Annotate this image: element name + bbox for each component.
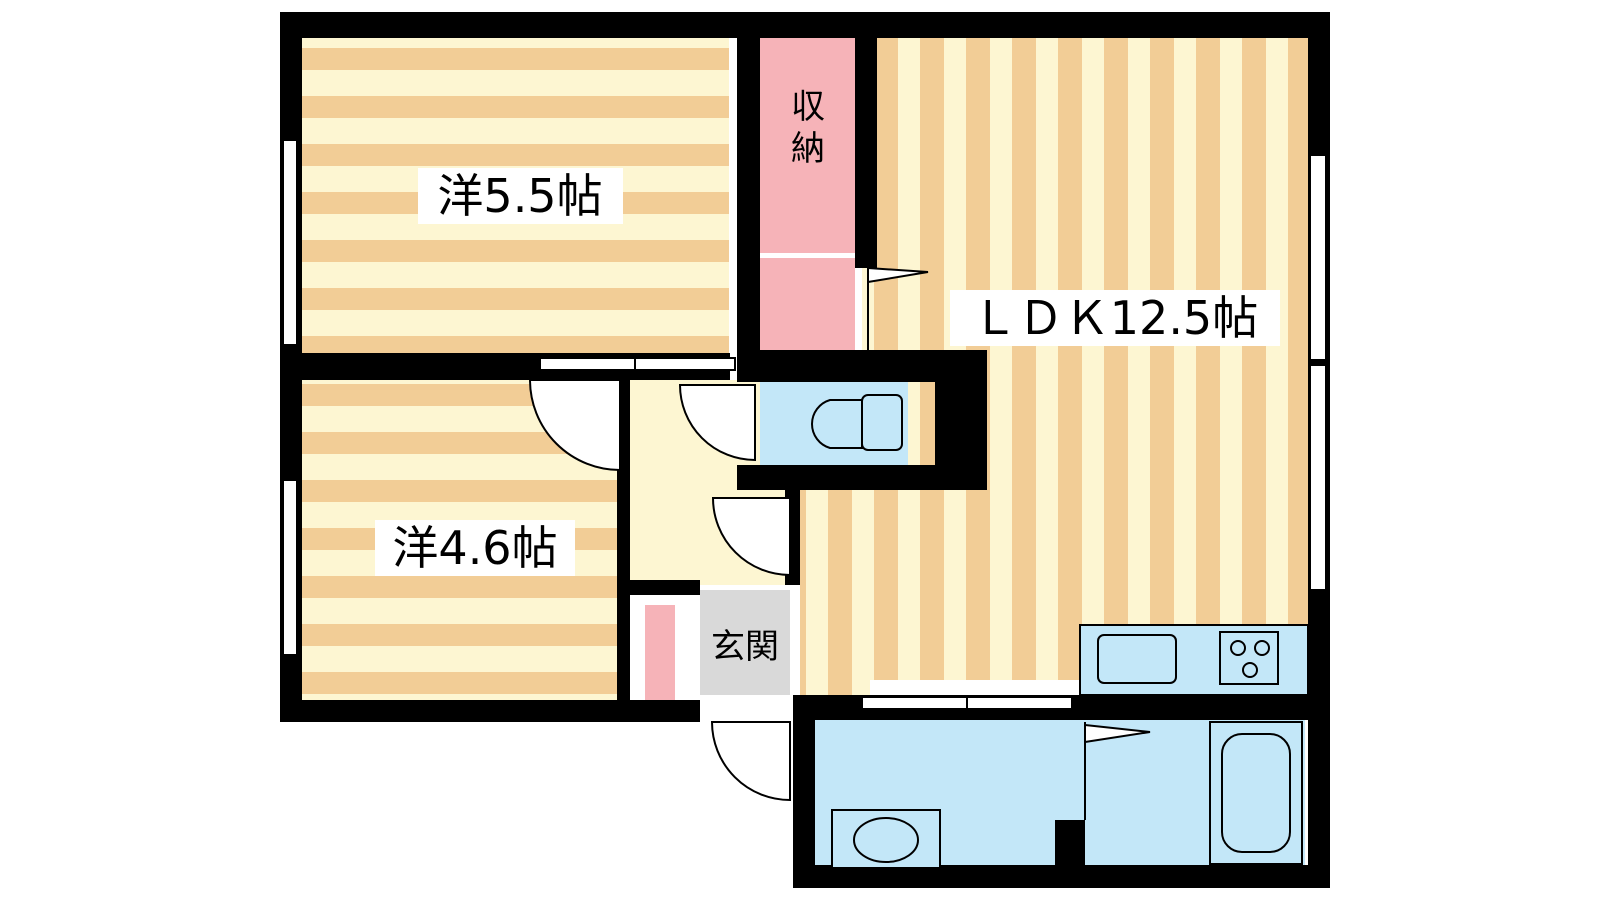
storage-label-line1: 収 bbox=[791, 87, 825, 127]
shoe-storage bbox=[645, 605, 675, 700]
sliding-doors bbox=[539, 357, 1073, 710]
kitchen-sink-icon bbox=[1097, 634, 1177, 684]
western-room-b-label: 洋4.6帖 bbox=[392, 521, 557, 575]
sink-icon bbox=[831, 809, 941, 869]
walls bbox=[280, 12, 1330, 888]
bathtub-icon bbox=[1209, 721, 1303, 865]
swing-doors bbox=[528, 262, 1151, 820]
windows bbox=[282, 139, 1327, 656]
entrance-label: 玄関 bbox=[711, 627, 779, 667]
entrance-floor bbox=[700, 590, 790, 695]
storage-floor-lower bbox=[760, 258, 855, 353]
storage-label-line2: 納 bbox=[791, 129, 825, 169]
storage-floor bbox=[760, 38, 855, 253]
western-room-a-label: 洋5.5帖 bbox=[437, 169, 602, 223]
ldk-label-bg bbox=[950, 290, 1280, 346]
ldk-floor-lower bbox=[800, 490, 870, 700]
toilet-icon bbox=[811, 394, 903, 451]
western-room-a-label-bg bbox=[418, 168, 623, 224]
stove-icon bbox=[1219, 631, 1279, 685]
western-room-b-label-bg bbox=[375, 520, 575, 576]
ldk-label: ＬＤＫ12.5帖 bbox=[972, 291, 1258, 345]
